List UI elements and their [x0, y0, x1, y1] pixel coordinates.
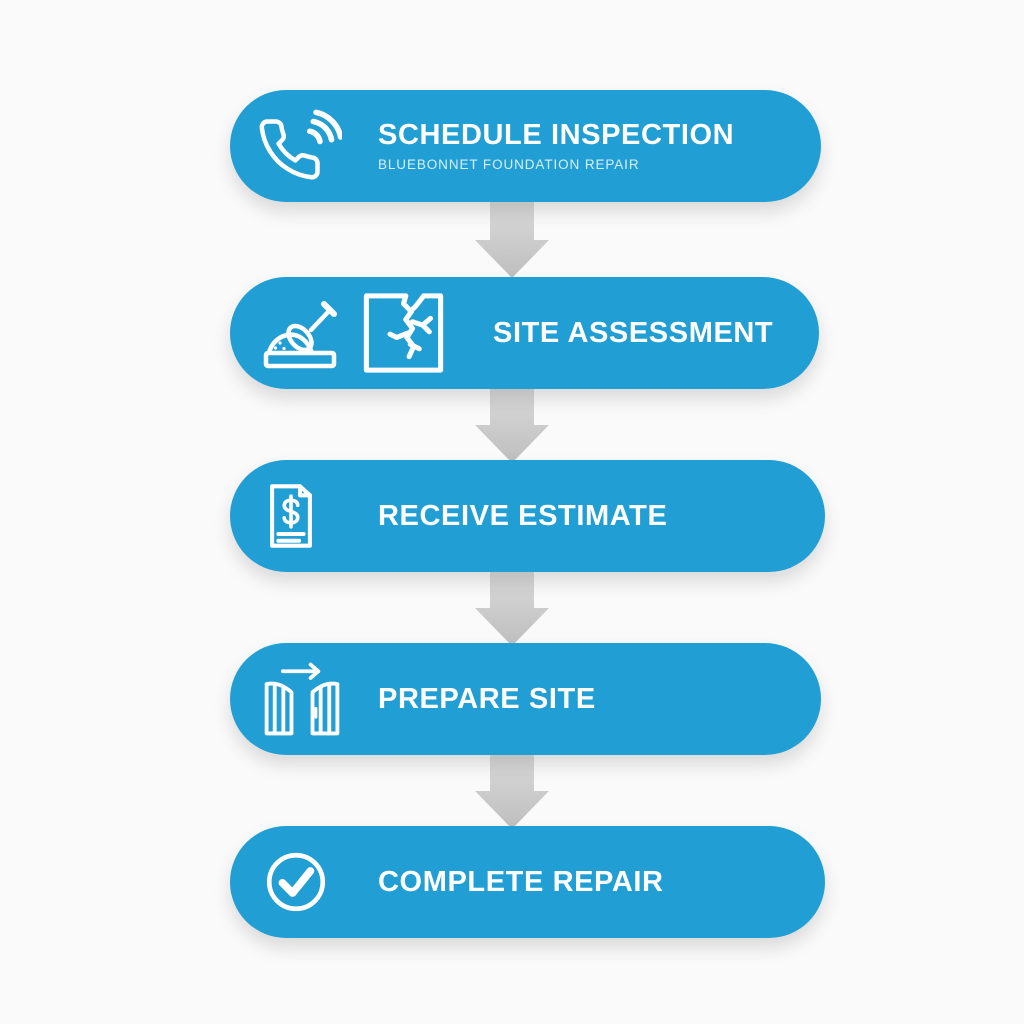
down-arrow-icon: [475, 751, 549, 829]
step-subtitle: BLUEBONNET FOUNDATION REPAIR: [378, 157, 640, 173]
phone-call-icon: [259, 109, 342, 180]
step-title: SCHEDULE INSPECTION: [378, 118, 735, 151]
step-receive-estimate: RECEIVE ESTIMATE: [230, 460, 825, 572]
step-title: SITE ASSESSMENT: [493, 316, 774, 349]
down-arrow-icon: [475, 385, 549, 463]
step-title: COMPLETE REPAIR: [378, 865, 664, 898]
step-title: PREPARE SITE: [378, 682, 596, 715]
down-arrow-icon: [475, 200, 549, 278]
step-prepare-site: PREPARE SITE: [230, 643, 821, 755]
step-schedule-inspection: SCHEDULE INSPECTION BLUEBONNET FOUNDATIO…: [230, 90, 821, 202]
cracked-wall-icon: [363, 293, 444, 373]
check-circle-icon: [266, 852, 326, 912]
step-title: RECEIVE ESTIMATE: [378, 499, 668, 532]
estimate-document-icon: [270, 484, 312, 548]
step-complete-repair: COMPLETE REPAIR: [230, 826, 825, 938]
step-site-assessment: SITE ASSESSMENT: [230, 277, 819, 389]
shovel-dirt-icon: [263, 301, 337, 369]
down-arrow-icon: [475, 568, 549, 646]
open-gate-icon: [264, 662, 340, 736]
